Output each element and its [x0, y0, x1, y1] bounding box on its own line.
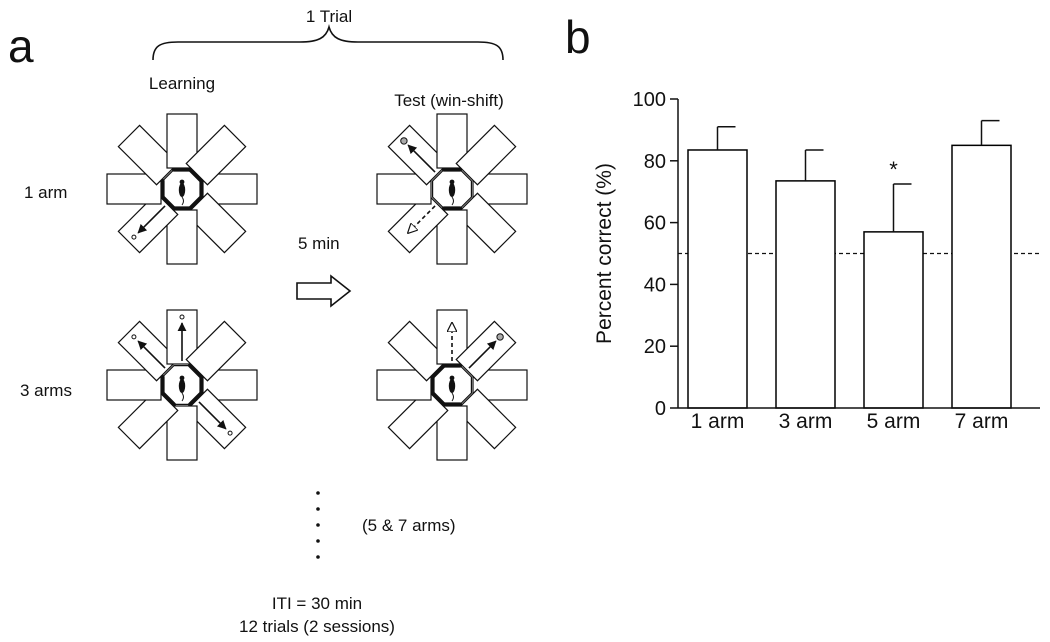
- maze-test-1-arm: [376, 113, 528, 265]
- bar: [687, 149, 748, 409]
- maze-arm: [117, 124, 179, 186]
- trials-label: 12 trials (2 sessions): [239, 617, 395, 636]
- arrow-icon: [137, 205, 166, 234]
- y-tick-label: 0: [655, 398, 666, 420]
- x-tick-label: 1 arm: [691, 410, 745, 433]
- delay-arrow: [296, 274, 352, 308]
- maze-arm: [455, 124, 517, 186]
- food-well-icon: [131, 334, 137, 340]
- food-well-icon: [496, 333, 504, 341]
- maze-door: [188, 363, 204, 379]
- bar: [863, 231, 924, 409]
- panel-a-letter: a: [8, 20, 34, 72]
- bar: [951, 144, 1012, 409]
- row1-label: 1 arm: [24, 183, 67, 202]
- trial-brace: [152, 23, 504, 61]
- y-tick-label: 20: [644, 336, 666, 358]
- food-well-icon: [227, 430, 233, 436]
- arrow-icon: [137, 340, 166, 369]
- maze-arm: [455, 192, 517, 254]
- open-arrow-icon: [408, 205, 436, 233]
- bar: [775, 180, 836, 409]
- x-tick-label: 7 arm: [955, 410, 1009, 433]
- rat-icon: [448, 375, 456, 402]
- maze-door: [188, 391, 204, 407]
- food-well-icon: [400, 137, 408, 145]
- arrow-icon: [468, 340, 497, 369]
- maze-door: [188, 195, 204, 211]
- y-tick-label: 100: [633, 89, 666, 111]
- panel-b: b 1 arm 3 arm * 5 arm 7 arm 0 20 40 60 80 100Perce…: [565, 11, 1040, 433]
- learning-label: Learning: [149, 74, 215, 93]
- maze-test-3-arms: [376, 309, 528, 461]
- bar-chart: 1 arm 3 arm * 5 arm 7 arm 0 20 40 60 80 100Percent…: [593, 89, 1040, 433]
- x-tick-label: 3 arm: [779, 410, 833, 433]
- panel-a: a 1 Trial Learning Test (win-shift) 1 ar…: [8, 7, 528, 636]
- rat-icon: [448, 179, 456, 206]
- food-well-icon: [131, 234, 137, 240]
- maze-arm: [455, 388, 517, 450]
- row2-label: 3 arms: [20, 381, 72, 400]
- maze-door: [430, 391, 446, 407]
- delay-label: 5 min: [298, 234, 340, 253]
- rat-icon: [178, 179, 186, 206]
- maze-learning-1-arm: [106, 113, 258, 265]
- panel-b-letter: b: [565, 11, 591, 63]
- rat-icon: [178, 375, 186, 402]
- maze-learning-3-arms: [106, 309, 258, 461]
- more-arms-label: (5 & 7 arms): [362, 516, 456, 535]
- iti-label: ITI = 30 min: [272, 594, 362, 613]
- significance-marker: *: [889, 157, 898, 182]
- maze-door: [188, 167, 204, 183]
- continuation-dots: [316, 491, 320, 559]
- maze-door: [160, 195, 176, 211]
- y-tick-label: 40: [644, 274, 666, 296]
- arrow-icon: [407, 144, 436, 173]
- maze-door: [430, 363, 446, 379]
- food-well-icon: [179, 314, 185, 320]
- trial-label: 1 Trial: [306, 7, 352, 26]
- maze-door: [160, 391, 176, 407]
- x-tick-label: 5 arm: [867, 410, 921, 433]
- arrow-icon: [198, 401, 227, 430]
- y-tick-label: 80: [644, 151, 666, 173]
- y-axis-label: Percent correct (%): [593, 163, 616, 344]
- y-tick-label: 60: [644, 213, 666, 235]
- test-label: Test (win-shift): [394, 91, 504, 110]
- maze-arm: [166, 405, 198, 461]
